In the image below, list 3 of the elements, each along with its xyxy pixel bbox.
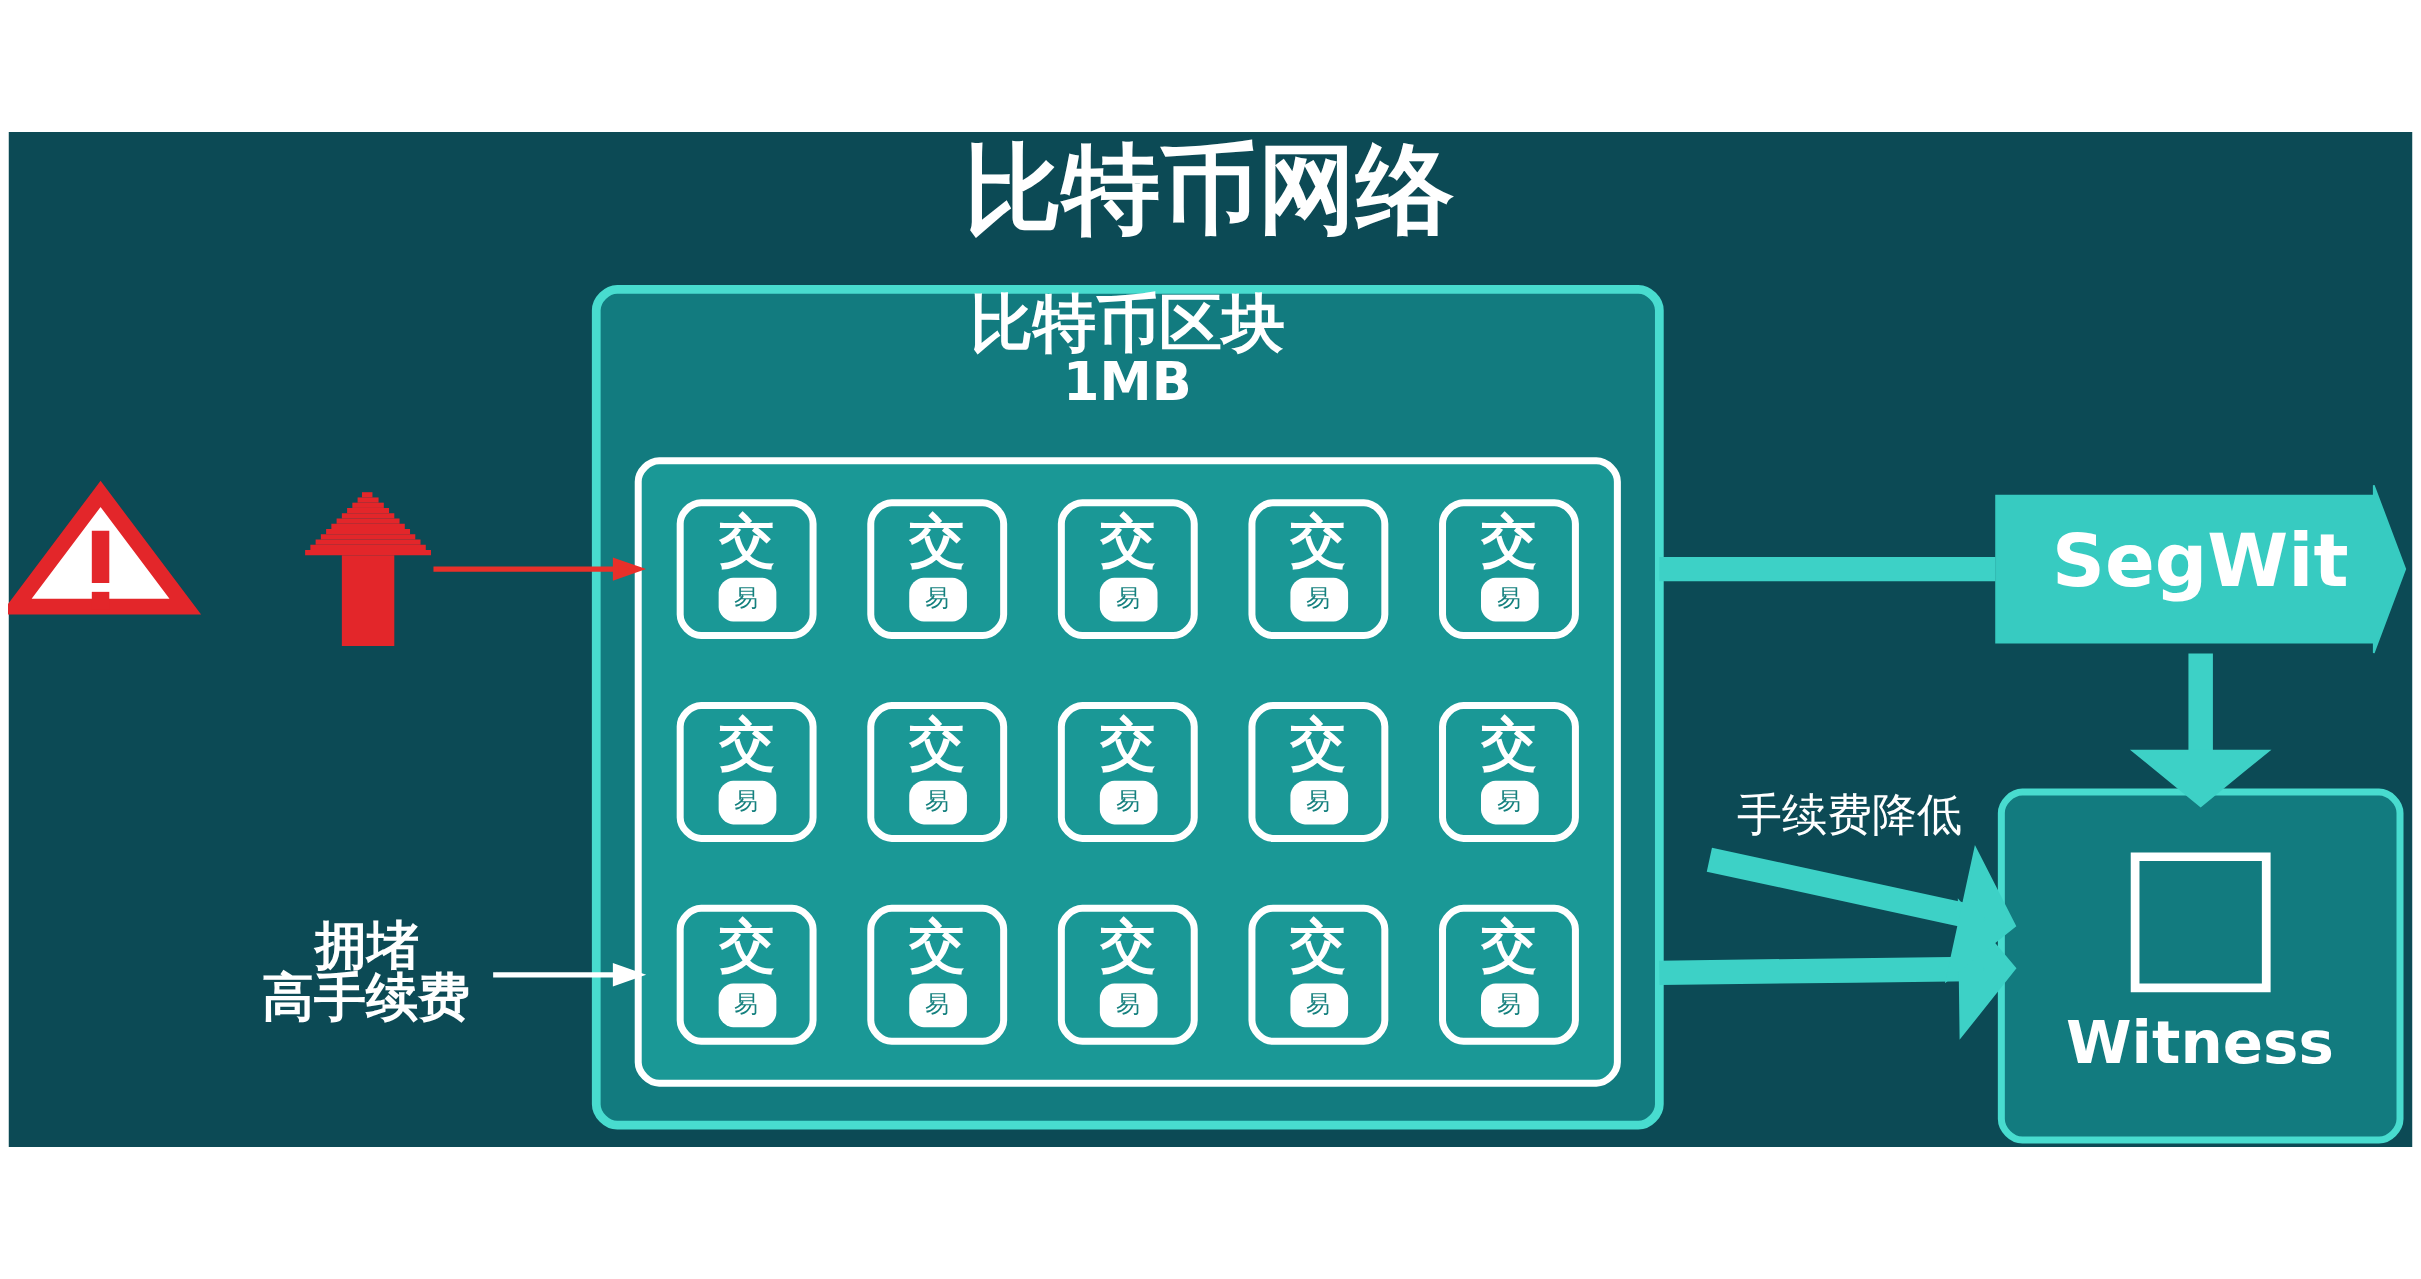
diagram-title: 比特币网络	[963, 131, 1454, 246]
node-text: 拥堵 高手续费	[262, 913, 471, 1027]
edge-label: 手续费降低	[1737, 788, 1963, 842]
